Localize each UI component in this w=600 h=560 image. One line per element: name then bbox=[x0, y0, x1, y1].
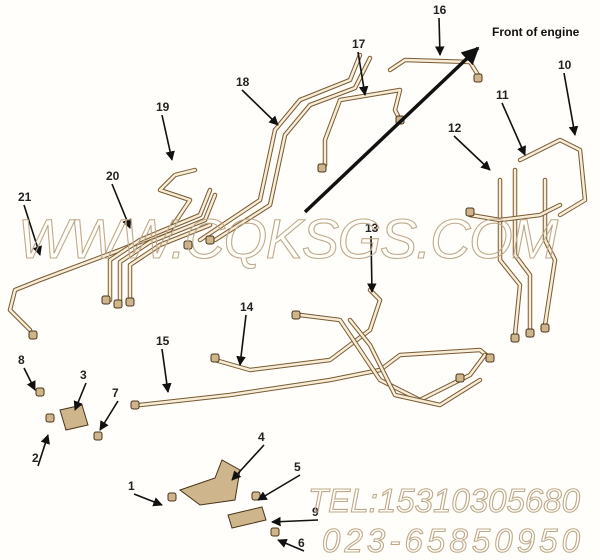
front-of-engine-label: Front of engine bbox=[492, 25, 580, 39]
callout-leader-14 bbox=[236, 314, 247, 366]
fuel-pipe-inner bbox=[138, 348, 492, 407]
fitting-nut bbox=[113, 299, 123, 309]
callout-leader-9 bbox=[271, 516, 319, 527]
fitting-nut bbox=[270, 527, 280, 537]
watermark-tel: TEL:15310305680 bbox=[308, 482, 581, 519]
fitting-nut bbox=[540, 323, 550, 333]
fuel-pipe-inner bbox=[198, 53, 362, 242]
fitting-nut bbox=[125, 297, 135, 307]
callout-3: 3 bbox=[80, 368, 87, 382]
fuel-pipe-inner bbox=[348, 318, 482, 407]
callout-2: 2 bbox=[32, 451, 39, 465]
callout-leader-4 bbox=[231, 444, 265, 481]
fitting-nut bbox=[35, 387, 45, 397]
callout-leader-18 bbox=[241, 89, 279, 126]
callout-leader-6 bbox=[277, 538, 305, 552]
fitting-nut bbox=[205, 235, 215, 245]
callout-12: 12 bbox=[448, 121, 462, 135]
fuel-pipe bbox=[322, 87, 403, 168]
fitting-nut bbox=[101, 295, 111, 305]
fitting-nut bbox=[93, 431, 103, 441]
callout-5: 5 bbox=[294, 460, 301, 474]
callout-leader-10 bbox=[563, 72, 579, 136]
watermark-phone: 023-65850950 bbox=[322, 522, 581, 559]
fuel-pipe-inner bbox=[108, 188, 212, 302]
fitting-nut bbox=[465, 207, 475, 217]
fitting-nut bbox=[525, 328, 535, 338]
callout-leader-15 bbox=[161, 348, 172, 393]
callout-9: 9 bbox=[312, 505, 319, 519]
fuel-pipe-inner bbox=[518, 138, 587, 217]
callout-leader-17 bbox=[357, 51, 369, 96]
fitting-nut bbox=[183, 240, 193, 250]
fuel-pipe bbox=[137, 347, 493, 408]
callout-4: 4 bbox=[258, 430, 265, 444]
fitting-nut bbox=[167, 492, 177, 502]
fuel-pipe-inner bbox=[388, 58, 480, 77]
callout-6: 6 bbox=[298, 536, 305, 550]
callout-leader-1 bbox=[133, 493, 163, 507]
fuel-pipe bbox=[517, 137, 588, 218]
plate-5 bbox=[227, 506, 267, 529]
callout-13: 13 bbox=[365, 221, 379, 235]
callout-leader-16 bbox=[434, 17, 445, 56]
fitting-nut bbox=[210, 353, 220, 363]
callout-19: 19 bbox=[156, 100, 170, 114]
callout-leader-13 bbox=[367, 235, 377, 293]
fitting-nut bbox=[291, 310, 301, 320]
callout-8: 8 bbox=[18, 353, 25, 367]
fitting-nut bbox=[473, 73, 483, 83]
clamp-3 bbox=[59, 404, 89, 431]
fitting-nut bbox=[317, 163, 327, 173]
fuel-pipe-inner bbox=[128, 223, 212, 302]
callout-15: 15 bbox=[156, 334, 170, 348]
fitting-nut bbox=[45, 413, 55, 423]
fuel-pipes bbox=[7, 52, 588, 408]
fitting-nut bbox=[455, 373, 465, 383]
callout-14: 14 bbox=[240, 300, 254, 314]
callout-7: 7 bbox=[112, 386, 119, 400]
callout-leader-11 bbox=[501, 102, 526, 156]
fitting-nut bbox=[510, 333, 520, 343]
callout-16: 16 bbox=[433, 3, 447, 17]
callout-leader-20 bbox=[111, 183, 132, 229]
callout-leader-3 bbox=[73, 382, 87, 411]
fuel-pipe-inner bbox=[513, 168, 532, 332]
callout-17: 17 bbox=[352, 37, 366, 51]
callout-leader-12 bbox=[453, 135, 491, 171]
callout-11: 11 bbox=[496, 88, 509, 102]
fitting-nut bbox=[485, 353, 495, 363]
fittings bbox=[28, 73, 550, 537]
fuel-pipe-inner bbox=[213, 288, 382, 372]
fuel-pipe-inner bbox=[468, 203, 562, 222]
callout-18: 18 bbox=[236, 75, 250, 89]
callout-leader-2 bbox=[37, 434, 50, 467]
callout-20: 20 bbox=[106, 169, 120, 183]
fuel-pipe-inner bbox=[118, 193, 217, 302]
fitting-nut bbox=[130, 400, 140, 410]
fitting-nut bbox=[28, 330, 38, 340]
front-of-engine-arrow bbox=[303, 46, 480, 214]
callout-leader-21 bbox=[23, 204, 42, 256]
callout-leader-5 bbox=[257, 474, 301, 501]
fuel-pipe-inner bbox=[323, 88, 402, 167]
fuel-pipe-inner bbox=[298, 313, 487, 402]
callout-leader-19 bbox=[161, 114, 175, 161]
fuel-pipe-inner bbox=[213, 56, 372, 242]
watermark-site: WWW.CQKSGS.COM bbox=[18, 207, 558, 270]
callout-leader-8 bbox=[23, 367, 36, 391]
callout-10: 10 bbox=[558, 58, 572, 72]
callout-1: 1 bbox=[128, 479, 135, 493]
callout-leader-7 bbox=[99, 400, 119, 431]
callout-21: 21 bbox=[18, 190, 32, 204]
bracket-4 bbox=[178, 459, 241, 506]
